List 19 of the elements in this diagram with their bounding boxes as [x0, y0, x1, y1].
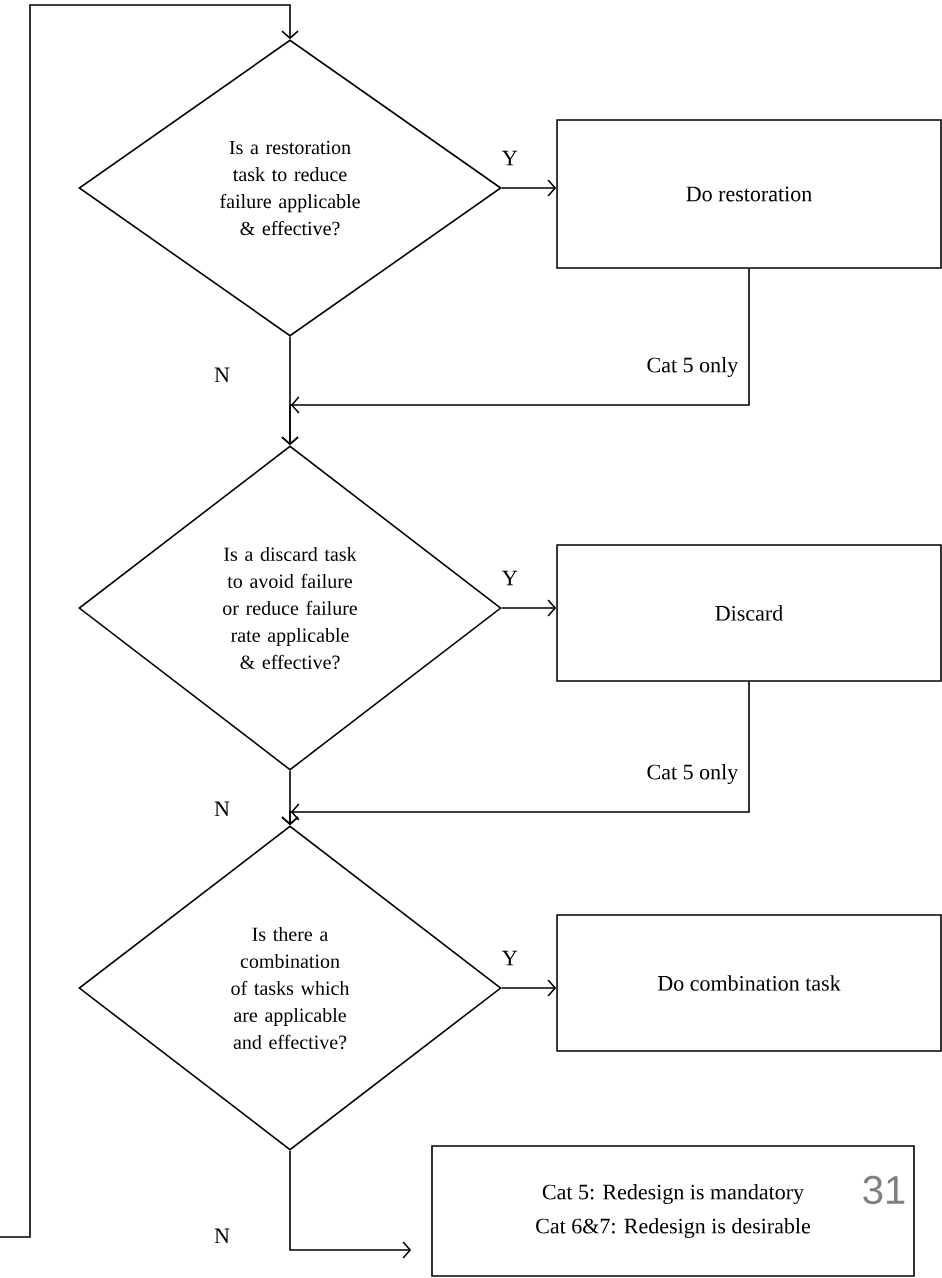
- arrow: [281, 681, 750, 826]
- edge-label: N: [214, 367, 230, 382]
- arrow: [501, 599, 557, 617]
- edge-label: Cat 5 only: [647, 357, 739, 377]
- process-box: Do restoration: [556, 119, 942, 269]
- edge-label: N: [214, 1228, 230, 1243]
- arrow: [501, 179, 557, 197]
- arrow: [0, 4, 299, 1238]
- edge-label: Y: [502, 950, 518, 966]
- page-number: 31: [863, 1175, 905, 1205]
- process-box: Do combination task: [556, 914, 942, 1052]
- edge-label: Cat 5 only: [647, 764, 739, 784]
- arrow: [281, 268, 750, 446]
- arrow: [289, 1150, 412, 1259]
- arrow: [501, 979, 557, 997]
- edge-label: N: [214, 801, 230, 816]
- edge-label: Y: [502, 150, 518, 166]
- process-box: Discard: [556, 544, 942, 682]
- edge-label: Y: [502, 570, 518, 586]
